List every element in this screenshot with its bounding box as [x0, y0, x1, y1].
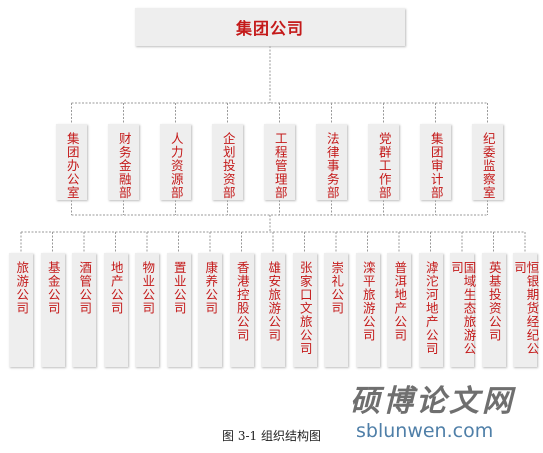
subsidiary-box: 香港控股公司	[229, 253, 254, 367]
subsidiary-box: 恒银期货经纪公司	[512, 253, 540, 367]
subsidiary-box: 英基投资公司	[481, 253, 506, 367]
figure-caption: 图 3-1 组织结构图	[222, 429, 321, 443]
subsidiary-box: 地产公司	[103, 253, 128, 367]
subsidiary-box: 基金公司	[40, 253, 65, 367]
department-box: 人力资源部	[160, 124, 191, 200]
watermark-text: 硕博论文网	[350, 384, 515, 419]
subsidiary-box: 酒管公司	[72, 253, 96, 367]
subsidiary-box: 康养公司	[198, 253, 222, 367]
subsidiary-box: 普洱地产公司	[387, 253, 411, 367]
department-box: 集团办公室	[56, 124, 87, 200]
subsidiary-box: 置业公司	[166, 253, 191, 367]
root-node: 集团公司	[135, 8, 405, 46]
department-box: 工程管理部	[264, 124, 295, 200]
subsidiary-box: 雄安旅游公司	[261, 253, 285, 367]
subsidiary-box: 滦平旅游公司	[355, 253, 380, 367]
department-box: 企划投资部	[212, 124, 243, 200]
subsidiary-box: 旅游公司	[9, 253, 33, 367]
subsidiary-box: 国域生态旅游公司	[449, 253, 477, 367]
department-box: 财务金融部	[108, 124, 139, 200]
department-box: 法律事务部	[316, 124, 347, 200]
subsidiary-box: 滹沱河地产公司	[418, 253, 443, 367]
watermark-url: sblunwen.com	[356, 420, 494, 442]
subsidiary-box: 物业公司	[135, 253, 159, 367]
department-box: 集团审计部	[420, 124, 451, 200]
department-box: 党群工作部	[368, 124, 399, 200]
subsidiary-box: 崇礼公司	[324, 253, 348, 367]
subsidiary-box: 张家口文旅公司	[292, 253, 317, 367]
department-box: 纪委监察室	[472, 124, 503, 200]
